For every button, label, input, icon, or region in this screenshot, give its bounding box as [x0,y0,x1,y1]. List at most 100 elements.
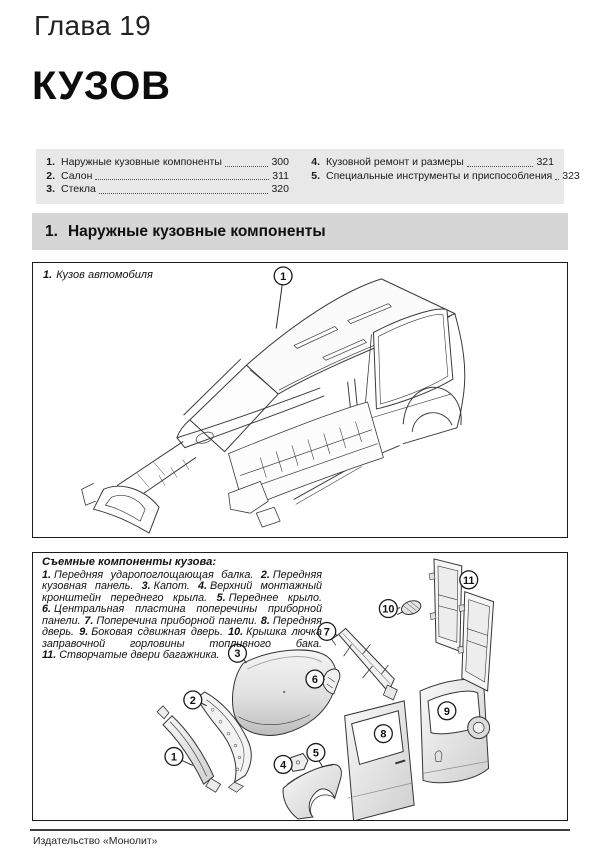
fig2-callout-2: 2 [183,690,207,710]
fig2-callout-5: 5 [306,742,326,768]
figure-car-body: 1.Кузов автомобиля [32,262,568,538]
toc-dot-leader [555,179,560,180]
car-body-drawing [81,278,466,534]
part-item-text: Боковая сдвижная дверь. [91,626,223,638]
toc-item-page: 321 [536,156,554,168]
part-8-front-door [344,700,415,820]
toc-dot-leader [95,179,270,180]
toc-item-page: 323 [562,169,580,182]
svg-text:7: 7 [324,626,330,638]
toc-column-left: 1. Наружные кузовные компоненты 300 2. Салон… [40,156,289,196]
toc-column-right: 4. Кузовной ремонт и размеры 321 5. Специаль… [305,156,580,196]
part-item-text: Створчатые двери багажника. [59,649,220,661]
part-item-number: 7. [84,614,94,627]
svg-text:4: 4 [280,759,286,771]
part-2-front-body-panel [196,691,252,793]
part-10-fuel-cap [397,600,422,615]
section-header: 1. Наружные кузовные компоненты [32,213,568,250]
part-item-number: 11. [42,649,57,661]
figure2-heading: Съемные компоненты кузова: [42,556,217,568]
part-item-number: 5. [216,591,226,604]
fig2-callout-7: 7 [317,621,338,641]
toc-dot-leader [224,165,269,167]
toc-item-number: 4. [311,156,320,168]
part-7-dash-crossmember [331,627,398,701]
fig2-callout-4: 4 [273,754,293,774]
fig2-callout-3: 3 [227,643,248,664]
svg-text:1: 1 [280,271,286,283]
fig2-callout-1: 1 [164,746,194,767]
toc-item-number: 1. [46,156,55,168]
svg-text:6: 6 [312,674,318,686]
toc-dot-leader [98,192,269,194]
figure1-caption-number: 1. [43,269,53,281]
toc-item-page: 311 [272,169,289,182]
figure1-caption: 1.Кузов автомобиля [43,269,153,281]
svg-text:1: 1 [171,751,177,763]
svg-text:11: 11 [463,575,475,587]
fig2-callout-9: 9 [437,701,457,721]
toc-item: 2. Салон 311 [40,170,289,183]
figure2-parts-list: 1.Передняя ударопоглощающая балка. 2.Пер… [42,568,323,662]
part-item-number: 6. [42,603,52,615]
publisher-footer: Издательство «Монолит» [33,835,158,847]
toc-item-label: Специальные инструменты и приспособления [326,169,553,182]
toc-item-page: 320 [271,183,289,195]
toc-item: 1. Наружные кузовные компоненты 300 [40,156,289,169]
fig2-callout-6: 6 [305,669,326,689]
part-3-hood [231,649,337,736]
toc-item: 5. Специальные инструменты и приспособлен… [305,169,580,183]
toc-item: 3. Стекла 320 [40,183,289,196]
fig2-callout-8: 8 [373,724,393,744]
footer-divider [30,829,570,831]
toc-item-label: Кузовной ремонт и размеры [326,156,464,168]
svg-text:10: 10 [382,604,394,616]
svg-text:2: 2 [190,695,196,707]
part-item-text: Центральная пластина поперечины приборно… [42,603,322,627]
fig1-callout-1: 1 [273,266,293,329]
toc-item-label: Наружные кузовные компоненты [61,156,222,168]
part-9-sliding-door [419,678,491,784]
fig2-callout-10: 10 [378,599,401,619]
svg-text:5: 5 [313,747,319,759]
exploded-parts-illustration: 1 2 3 4 5 6 7 8 [156,558,495,820]
toc-item: 4. Кузовной ремонт и размеры 321 [305,156,554,169]
toc-item-label: Стекла [61,183,96,195]
part-item-number: 1. [42,568,52,581]
toc-item-label: Салон [61,169,93,182]
part-item-text: Передняя кузовная панель. [42,568,322,592]
toc-item-number: 3. [46,183,55,195]
part-item-text: Переднее крыло. [228,591,322,604]
part-item-number: 8. [260,614,270,627]
chapter-heading: Глава 19 [34,10,151,41]
part-item-number: 4. [197,580,207,592]
figure1-caption-text: Кузов автомобиля [56,269,153,281]
part-item-text: Передняя дверь. [42,614,323,638]
fig2-callout-11: 11 [459,570,479,590]
part-item-text: Крышка лючка заправочной горловины топли… [42,626,323,650]
section-number: 1. [45,222,58,240]
section-label: Наружные кузовные компоненты [67,222,326,240]
toc-item-number: 2. [46,169,55,182]
part-1-impact-beam [156,705,222,793]
part-item-number: 10. [228,626,244,638]
toc-item-number: 5. [311,169,320,182]
part-item-number: 2. [260,568,270,581]
part-item-number: 3. [141,580,151,592]
page-title: КУЗОВ [32,64,171,108]
part-item-text: Передняя ударопоглощающая балка. [54,568,254,581]
figure2-caption-block: Съемные компоненты кузова: 1.Передняя уд… [42,556,323,662]
part-item-text: Верхний монтажный кронштейн переднего кр… [42,580,323,604]
svg-text:9: 9 [444,706,450,718]
svg-text:8: 8 [380,729,386,741]
part-item-number: 9. [79,626,89,638]
table-of-contents: 1. Наружные кузовные компоненты 300 2. Салон… [36,149,580,204]
part-item-text: Поперечина приборной панели. [96,614,258,627]
part-11-rear-doors [428,558,495,692]
part-5-front-fender [282,763,342,820]
figure-removable-components: Съемные компоненты кузова: 1.Передняя уд… [32,552,568,821]
car-body-illustration: 1 [81,266,466,534]
toc-item-page: 300 [271,156,289,168]
toc-dot-leader [466,165,534,167]
svg-text:3: 3 [234,648,240,660]
